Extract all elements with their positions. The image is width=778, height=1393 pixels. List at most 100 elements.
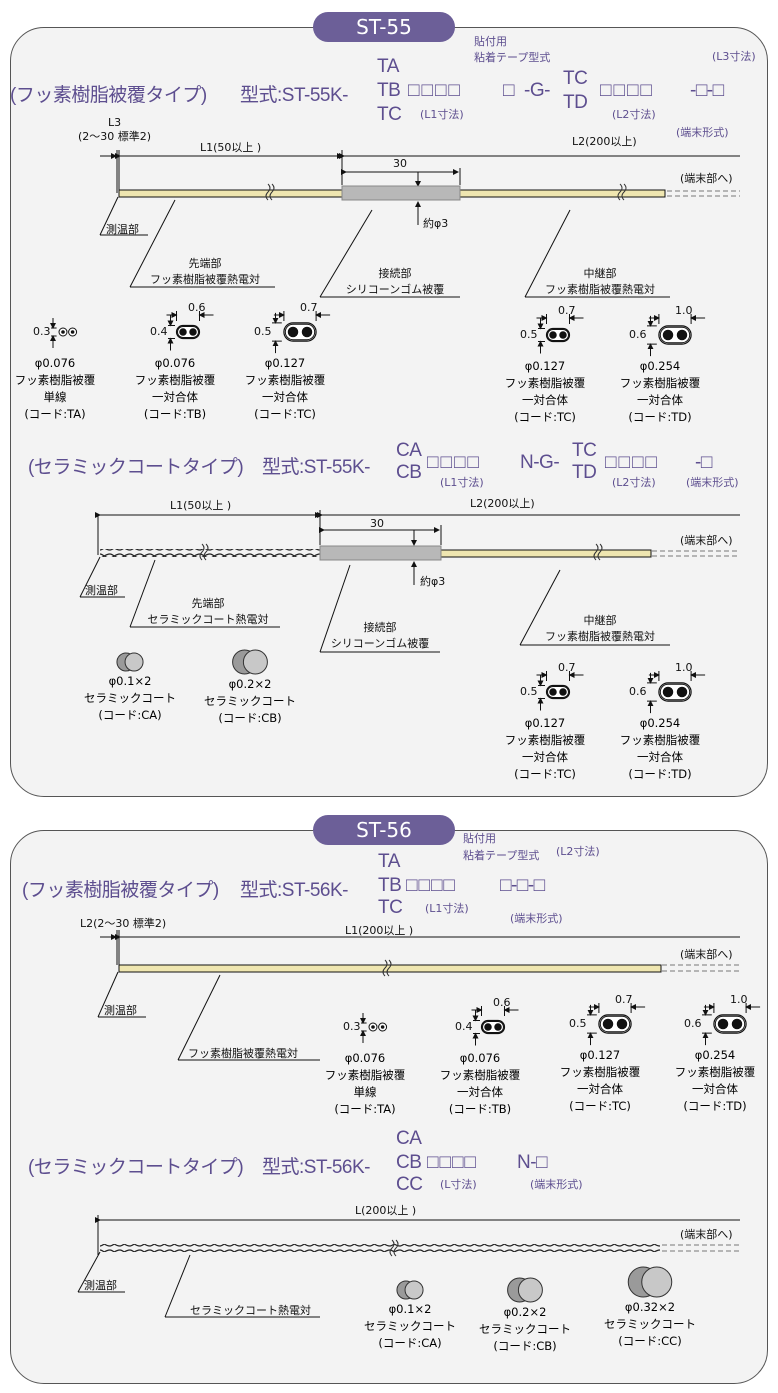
tip-label-line: 先端部 bbox=[191, 597, 225, 610]
height-dim-label: 0.4 bbox=[150, 325, 168, 338]
wire-diameter: φ0.127 bbox=[264, 356, 306, 370]
height-dim-label: 0.3 bbox=[33, 325, 51, 338]
code-ca: CA bbox=[396, 440, 422, 461]
height-dim-label: 0.3 bbox=[343, 1020, 361, 1033]
l1-boxes: □□□□ bbox=[408, 80, 462, 101]
width-dim-label: 1.0 bbox=[730, 993, 748, 1006]
tape-box: □ bbox=[503, 80, 514, 101]
st55-fluoro-model-prefix: 型式:ST-55K- bbox=[240, 85, 348, 106]
description-line: フッ素樹脂被覆 bbox=[504, 376, 586, 390]
width-dim-label: 0.6 bbox=[188, 301, 206, 314]
height-dim-label: 0.6 bbox=[629, 328, 647, 341]
width-dim-label: 0.6 bbox=[493, 996, 511, 1009]
term-note: (端末形式) bbox=[686, 476, 739, 489]
l2-boxes: □□□□ bbox=[600, 80, 654, 101]
cross-section-icon bbox=[536, 671, 584, 711]
description-line: フッ素樹脂被覆 bbox=[504, 733, 586, 747]
description-line: セラミックコート bbox=[604, 1317, 696, 1331]
code-tb: TB bbox=[377, 80, 401, 101]
tail-boxes: -□-□ bbox=[690, 80, 724, 101]
to-terminal: (端末部へ) bbox=[680, 534, 733, 547]
conn-label: 接続部シリコーンゴム被覆 bbox=[346, 266, 444, 298]
l-boxes: □□□□ bbox=[427, 1152, 477, 1173]
code-cb: CB bbox=[396, 462, 422, 483]
wire-diameter: φ0.254 bbox=[694, 1048, 736, 1062]
description-line: フッ素樹脂被覆 bbox=[244, 373, 326, 387]
to-terminal: (端末部へ) bbox=[680, 1228, 733, 1241]
conn-label-line: シリコーンゴム被覆 bbox=[345, 283, 445, 296]
code-label: (コード:TC) bbox=[569, 1099, 631, 1113]
conn-label: 接続部シリコーンゴム被覆 bbox=[331, 620, 429, 652]
ceramic-wire-icon bbox=[116, 652, 144, 672]
tip-label-line: セラミックコート熱電対 bbox=[147, 613, 269, 626]
code-td: TD bbox=[572, 462, 597, 483]
l1-note: (L1寸法) bbox=[420, 108, 464, 121]
wire-diameter: φ0.254 bbox=[639, 716, 681, 730]
sensing-label: 測温部 bbox=[84, 1279, 117, 1292]
ceramic-wire-icon bbox=[232, 649, 268, 675]
l-note: (L寸法) bbox=[440, 1178, 477, 1191]
code-label: (コード:TA) bbox=[24, 407, 86, 421]
relay-label-line: フッ素樹脂被覆熱電対 bbox=[545, 283, 655, 296]
relay-label-line: フッ素樹脂被覆熱電対 bbox=[545, 630, 655, 643]
wire-diameter: φ0.127 bbox=[579, 1048, 621, 1062]
cross-section-icon bbox=[272, 311, 331, 354]
code-tc: TC bbox=[377, 104, 402, 125]
description-line: セラミックコート bbox=[84, 691, 176, 705]
description-line: 一対合体 bbox=[692, 1082, 738, 1096]
cross-section-icon bbox=[587, 1003, 646, 1046]
code-label: (コード:CA) bbox=[378, 1336, 442, 1350]
l1-label: L1(50以上 ) bbox=[170, 499, 232, 512]
description-line: フッ素樹脂被覆 bbox=[324, 1068, 406, 1082]
description-line: セラミックコート bbox=[364, 1319, 456, 1333]
cable-label: フッ素樹脂被覆熱電対 bbox=[188, 1047, 298, 1060]
code-tc: TC bbox=[572, 440, 597, 461]
g-separator: -G- bbox=[524, 80, 550, 101]
width-dim-label: 1.0 bbox=[675, 304, 693, 317]
wire-diameter: φ0.32×2 bbox=[624, 1300, 676, 1314]
code-label: (コード:CA) bbox=[98, 708, 162, 722]
wire-diameter: φ0.254 bbox=[639, 359, 681, 373]
wire-diameter: φ0.076 bbox=[459, 1051, 501, 1065]
l2-note: (L2寸法) bbox=[612, 476, 656, 489]
cross-section-icon bbox=[471, 1006, 519, 1046]
height-dim-label: 0.5 bbox=[569, 1017, 587, 1030]
relay-label-line: 中継部 bbox=[583, 267, 617, 280]
code-tb: TB bbox=[378, 875, 402, 896]
term-note: (端末形式) bbox=[510, 912, 563, 925]
width-dim-label: 1.0 bbox=[675, 661, 693, 674]
code-label: (コード:TB) bbox=[448, 1102, 512, 1116]
code-tc: TC bbox=[563, 68, 588, 89]
tip-label: 先端部セラミックコート熱電対 bbox=[148, 596, 269, 628]
tape-note-line: 粘着テープ型式 bbox=[463, 849, 540, 862]
cross-section-icon bbox=[647, 671, 706, 714]
description-line: フッ素樹脂被覆 bbox=[619, 733, 701, 747]
relay-label-line: 中継部 bbox=[583, 614, 617, 627]
code-label: (コード:CB) bbox=[493, 1339, 557, 1353]
st56-fluoro-title: (フッ素樹脂被覆タイプ) bbox=[22, 880, 219, 901]
st55-ceramic-model-prefix: 型式:ST-55K- bbox=[262, 457, 370, 478]
l-label: L(200以上 ) bbox=[355, 1204, 417, 1217]
description-line: 一対合体 bbox=[522, 750, 568, 764]
conn-dia: 約φ3 bbox=[423, 217, 449, 230]
l1-boxes: □□□□ bbox=[406, 875, 456, 896]
code-label: (コード:TC) bbox=[514, 410, 576, 424]
wire-diameter: φ0.2×2 bbox=[503, 1305, 547, 1319]
description-line: フッ素樹脂被覆 bbox=[439, 1068, 521, 1082]
to-terminal: (端末部へ) bbox=[680, 948, 733, 961]
height-dim-label: 0.6 bbox=[684, 1017, 702, 1030]
